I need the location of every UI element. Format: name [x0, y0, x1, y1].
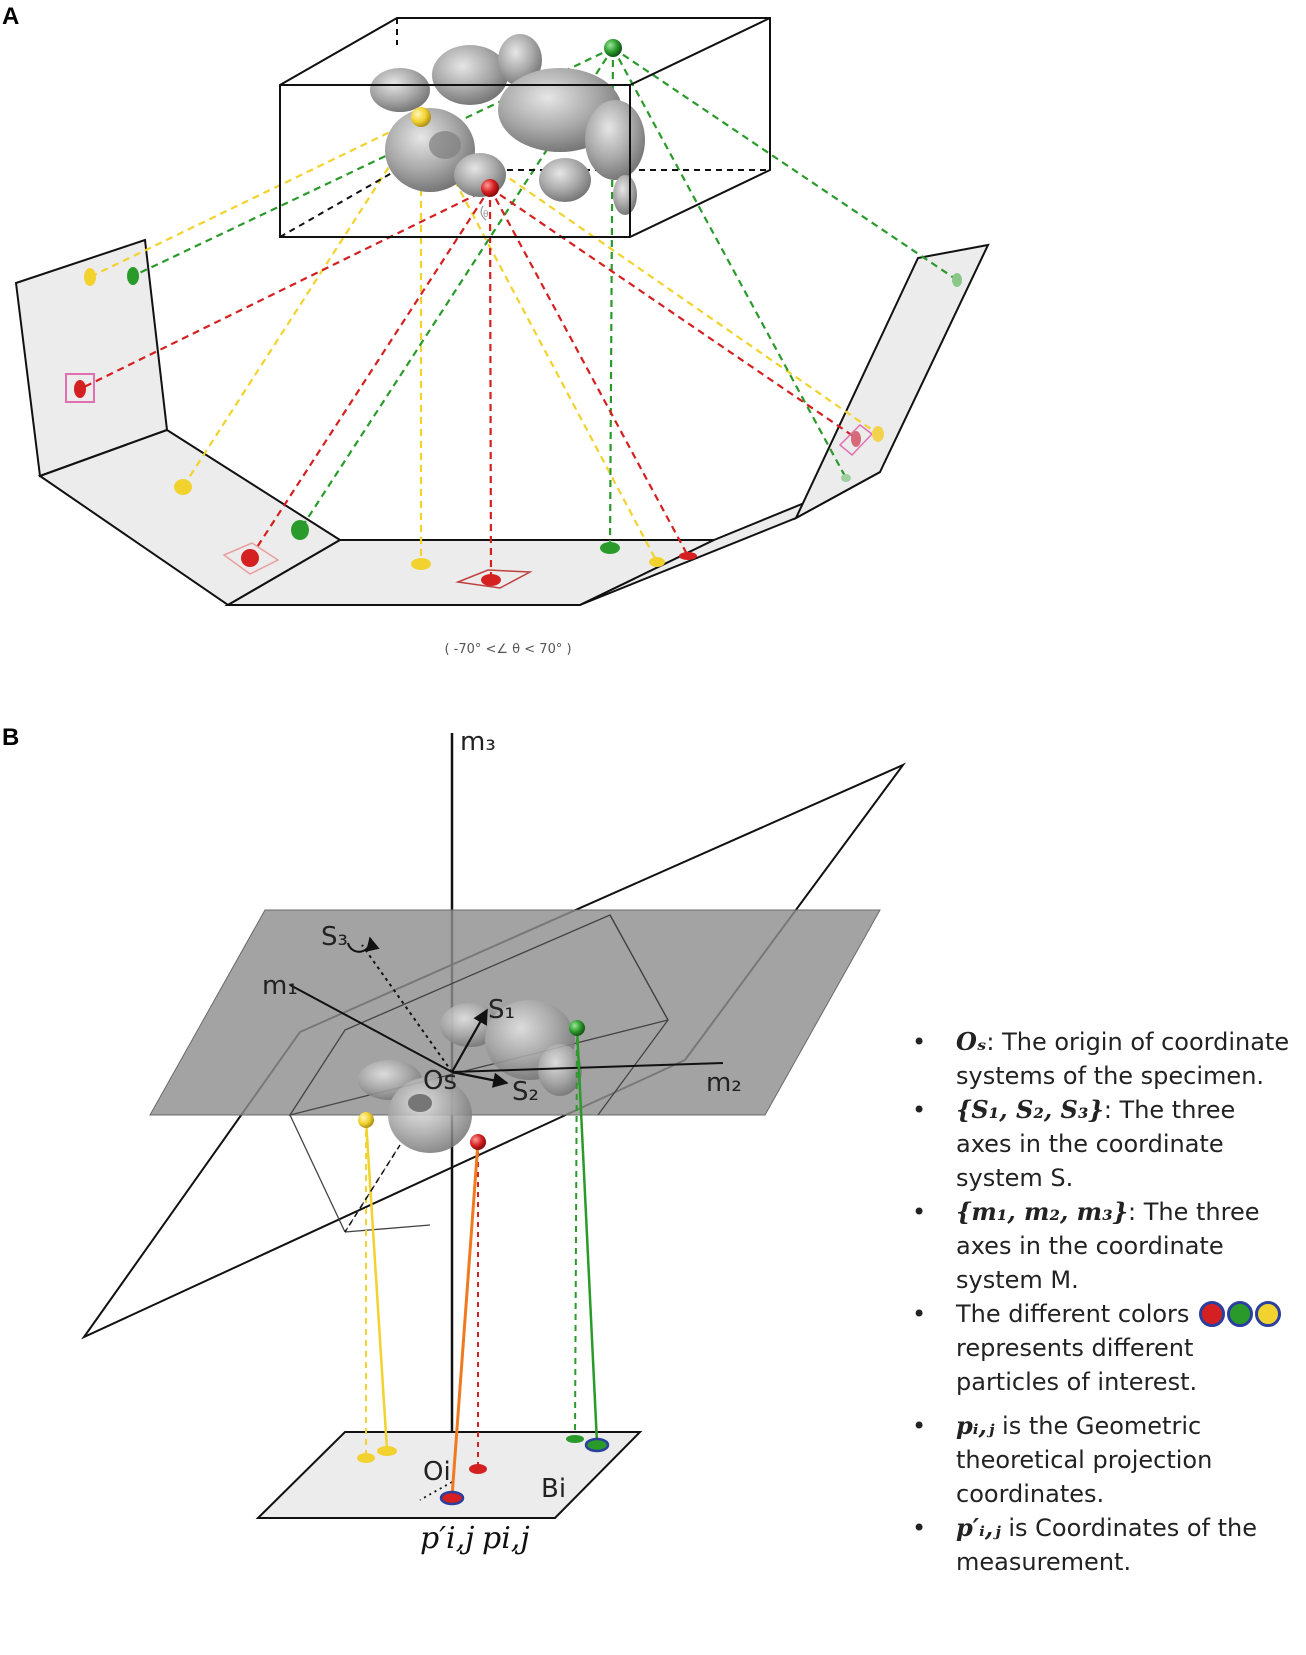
detector-plane-bi: [255, 1431, 643, 1519]
red-ray: [79, 187, 491, 390]
red-particle: [481, 179, 499, 197]
m2-axis: [451, 1062, 724, 1073]
m1-axis: [289, 984, 453, 1073]
bullet-icon: •: [912, 1028, 927, 1056]
yellow-particle: [411, 107, 431, 127]
red-measured-dot: [439, 1490, 465, 1506]
p-measured-label: p′i,j: [420, 1521, 474, 1556]
panel-a-detector-planes: [14, 238, 990, 607]
s3-label: S₃: [321, 922, 348, 952]
green-dot: [952, 273, 962, 287]
red-ray: [489, 187, 689, 557]
red-particle: [470, 1134, 486, 1150]
tilted-detector-plane: [81, 762, 907, 1340]
panel-a-specimen-box: θ: [279, 17, 771, 238]
red-dot: [481, 574, 501, 586]
angle-range-note: ( -70° <∠ θ < 70° ): [444, 642, 571, 657]
yellow-dot-icon: [1255, 1301, 1282, 1327]
pink-frame: [222, 542, 280, 575]
right-vertical-detector: [793, 243, 990, 521]
s1-axis: [451, 1008, 488, 1073]
red-dot: [241, 549, 259, 567]
panel-b-label: B: [2, 724, 19, 751]
m1-label: m₁: [262, 971, 298, 1001]
yellow-dot: [174, 479, 192, 495]
s3-rotation-icon: [347, 936, 380, 953]
yellow-ray: [182, 116, 422, 488]
legend: • Oₛ: The origin of coordinate systems o…: [908, 1025, 1298, 1579]
green-dot: [600, 542, 620, 554]
panel-a-label: A: [2, 3, 19, 30]
bullet-icon: •: [912, 1412, 927, 1440]
legend-item-m-axes: • {m₁, m₂, m₃}: The three axes in the co…: [912, 1197, 1260, 1294]
bullet-icon: •: [912, 1300, 927, 1328]
yellow-ray: [89, 116, 422, 278]
red-dot: [679, 552, 697, 560]
m3-label: m₃: [460, 727, 496, 757]
p-theoretical-label: pi,j: [482, 1521, 530, 1556]
green-ray: [612, 47, 958, 281]
legend-item-s-axes: • {S₁, S₂, S₃}: The three axes in the co…: [912, 1095, 1236, 1192]
yellow-ray: [420, 116, 879, 435]
origin-i-label: Oi: [423, 1457, 451, 1487]
green-particle: [569, 1020, 585, 1036]
plane-bi-label: Bi: [541, 1474, 566, 1504]
red-dot: [74, 380, 86, 398]
red-theoretical-dot: [469, 1464, 487, 1474]
yellow-particle: [358, 1112, 374, 1128]
legend-item-origin: • Oₛ: The origin of coordinate systems o…: [912, 1027, 1290, 1090]
theta-arc: [480, 205, 487, 221]
pink-frame: [65, 373, 95, 403]
s2-label: S₂: [512, 1077, 539, 1107]
legend-item-p-theoretical: • pᵢ,ⱼ is the Geometric theoretical proj…: [912, 1411, 1213, 1508]
yellow-measured-dot: [377, 1446, 397, 1456]
panel-b-projection-dots: [357, 1435, 610, 1506]
yellow-dot: [872, 426, 884, 442]
panel-a-projection-dots: [65, 267, 962, 589]
yellow-dot: [649, 557, 665, 567]
theta-mark: θ: [483, 210, 489, 220]
m2-label: m₂: [706, 1068, 742, 1098]
bullet-icon: •: [912, 1096, 927, 1124]
red-ray: [488, 187, 493, 581]
bullet-icon: •: [912, 1514, 927, 1542]
green-measured-dot: [584, 1437, 610, 1453]
oi-dotted-line: [419, 1481, 453, 1501]
yellow-dot: [411, 558, 431, 570]
green-dot: [127, 267, 139, 285]
s1-label: S₁: [488, 995, 515, 1025]
bullet-icon: •: [912, 1198, 927, 1226]
panel-b-projection-lines: [344, 1027, 599, 1498]
green-dot-icon: [1227, 1301, 1254, 1327]
legend-item-p-measured: • p′ᵢ,ⱼ is Coordinates of the measuremen…: [912, 1513, 1258, 1576]
green-particle: [604, 39, 622, 57]
s2-axis: [451, 1070, 509, 1088]
origin-s-label: Os: [423, 1066, 457, 1096]
red-dot-icon: [1199, 1301, 1226, 1327]
green-theoretical-dot: [566, 1435, 584, 1443]
panel-b-specimen-blob: [358, 1000, 582, 1153]
green-ray: [612, 47, 847, 479]
yellow-theoretical-dot: [357, 1453, 375, 1463]
legend-item-colors: • The different colors represents differ…: [908, 1297, 1298, 1399]
s3-axis: [361, 944, 453, 1073]
red-dot: [851, 431, 861, 447]
red-ray: [249, 187, 491, 559]
green-dot: [841, 474, 851, 482]
green-dot: [291, 520, 309, 540]
yellow-dot: [84, 268, 96, 286]
pink-frame: [455, 569, 533, 589]
red-ray: [489, 187, 857, 439]
